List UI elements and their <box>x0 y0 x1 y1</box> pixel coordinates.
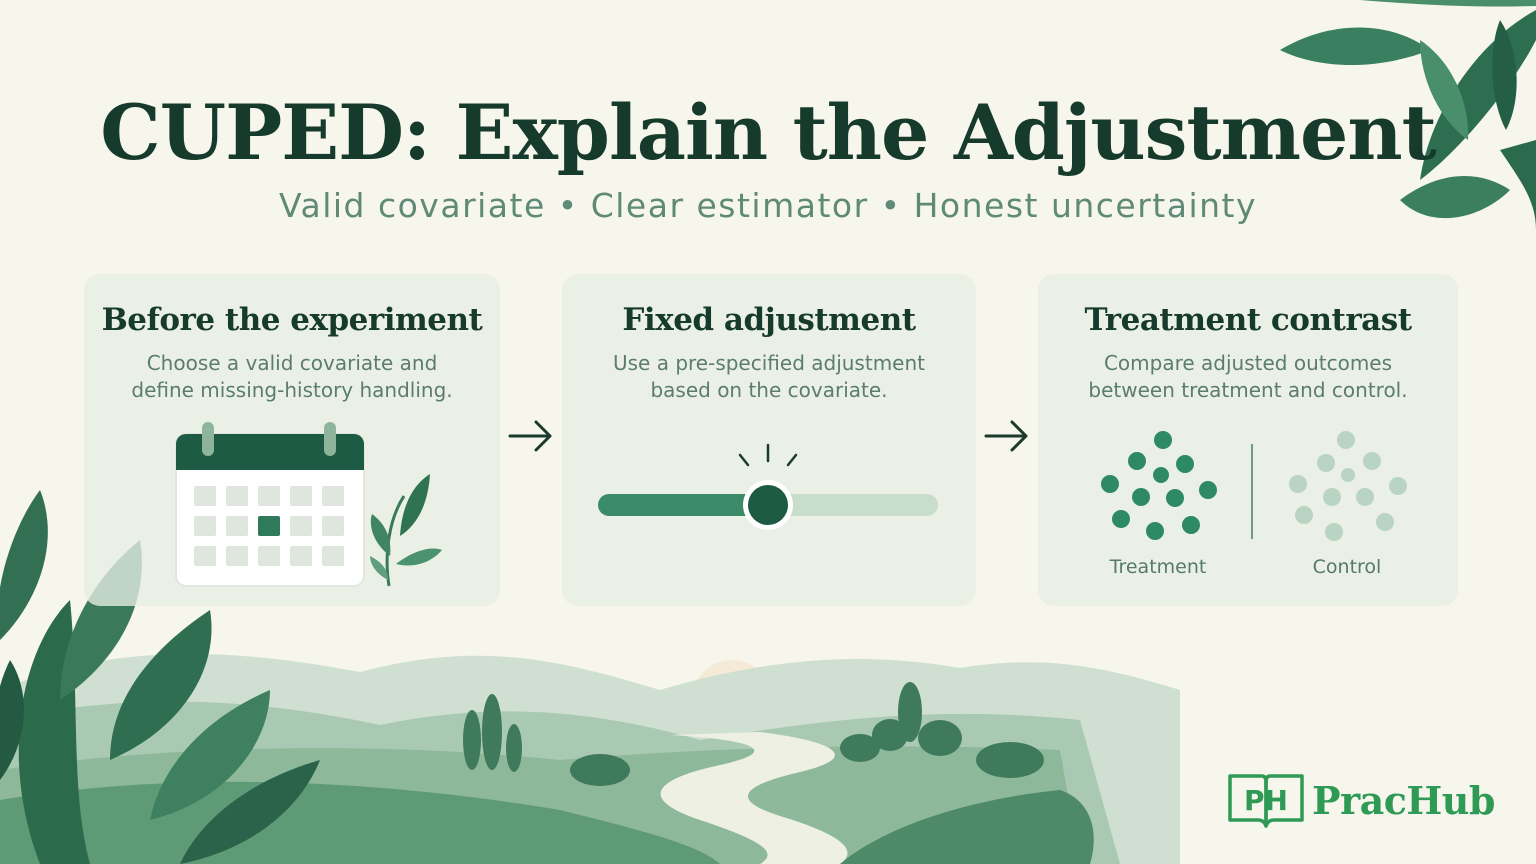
open-book-logo-icon: PH <box>1228 774 1304 828</box>
step-card-fixed-adjustment: Fixed adjustment Use a pre-specified adj… <box>562 274 976 606</box>
step-card-treatment-contrast: Treatment contrast Compare adjusted outc… <box>1038 274 1458 606</box>
near-hill-right <box>840 790 1094 864</box>
left-foliage <box>0 490 320 864</box>
arrow-right-icon <box>984 420 1028 452</box>
treatment-dots <box>1101 431 1217 540</box>
step-description: Choose a valid covariate and define miss… <box>104 350 480 404</box>
dot-cluster-icon <box>1101 431 1407 541</box>
treatment-label: Treatment <box>1109 556 1207 578</box>
top-right-leaves <box>1280 0 1536 230</box>
step-description: Compare adjusted outcomes between treatm… <box>1058 350 1438 404</box>
step-description-line: define missing-history handling. <box>131 378 453 402</box>
step-description-line: based on the covariate. <box>650 378 888 402</box>
step-card-before-experiment: Before the experiment Choose a valid cov… <box>84 274 500 606</box>
page-title: CUPED: Explain the Adjustment <box>100 88 1436 177</box>
arrow-right-icon <box>508 420 552 452</box>
page-subtitle: Valid covariate • Clear estimator • Hone… <box>278 186 1258 225</box>
step-title: Before the experiment <box>101 302 483 338</box>
tree-group <box>463 682 1044 786</box>
river <box>660 732 848 864</box>
slider-handle <box>743 480 793 530</box>
step-description-line: Compare adjusted outcomes <box>1103 351 1393 375</box>
plant-icon <box>370 474 442 587</box>
step-description-line: Choose a valid covariate and <box>146 351 438 375</box>
step-title: Fixed adjustment <box>622 302 916 338</box>
spark-lines <box>738 443 798 467</box>
step-description-line: Use a pre-specified adjustment <box>612 351 925 375</box>
brand-name: PracHub <box>1312 778 1495 823</box>
logo-letters: PH <box>1244 784 1288 817</box>
control-label: Control <box>1312 556 1382 578</box>
step-description: Use a pre-specified adjustment based on … <box>582 350 956 404</box>
slider-icon <box>598 443 938 530</box>
step-description-line: between treatment and control. <box>1088 378 1408 402</box>
step-title: Treatment contrast <box>1084 302 1412 338</box>
slider-fill <box>598 494 768 516</box>
calendar-icon <box>175 422 442 587</box>
control-dots <box>1289 431 1407 541</box>
